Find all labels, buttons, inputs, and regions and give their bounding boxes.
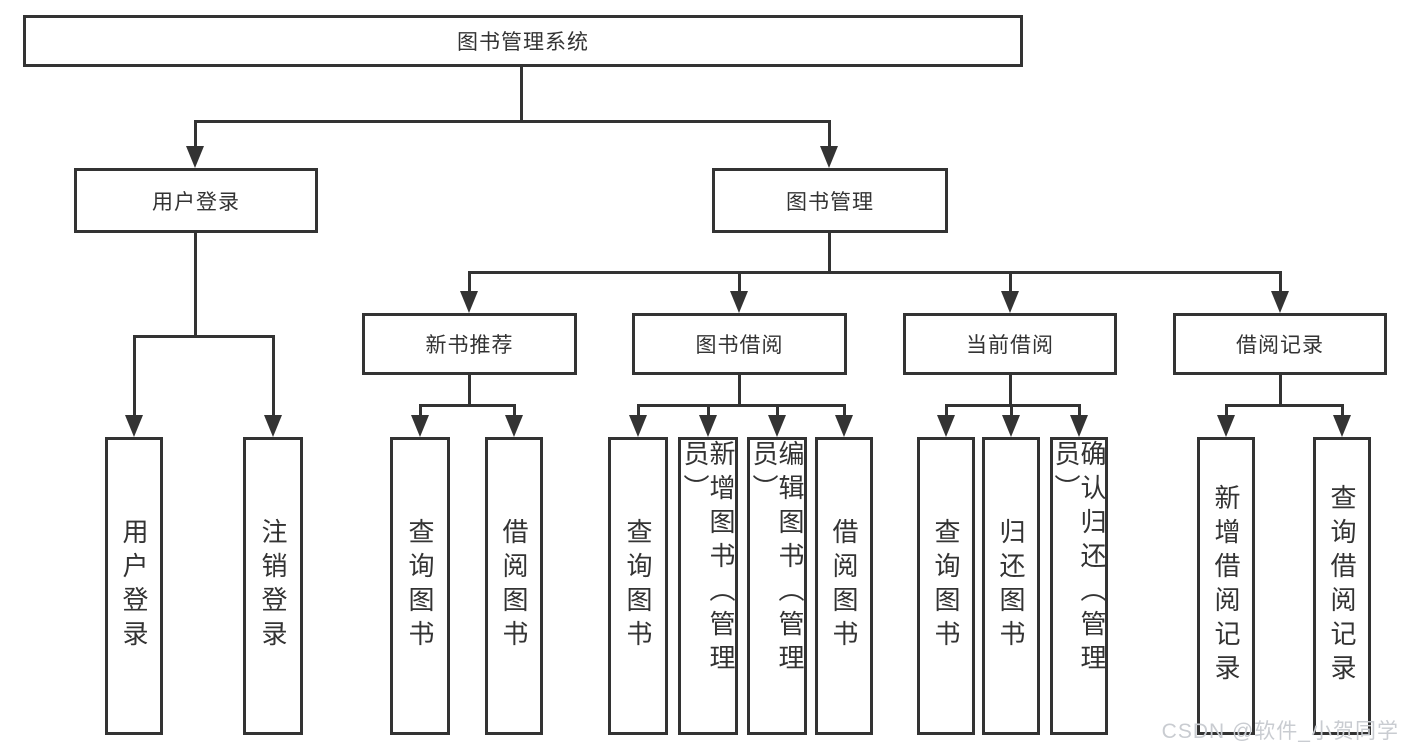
connector-arrowhead-icon <box>1217 415 1235 437</box>
connector-arrowhead-icon <box>186 146 204 168</box>
connector-vline <box>513 404 516 417</box>
connector-vline <box>1078 404 1081 417</box>
leaf-query-borrow-record: 查询借阅记录 <box>1313 437 1371 735</box>
node-label: 图书借阅 <box>695 334 784 357</box>
node-label: 归还图书 <box>996 518 1026 654</box>
connector-hline <box>468 271 1282 274</box>
leaf-borrow-books-borrowing: 借阅图书 <box>815 437 873 735</box>
connector-vline <box>843 404 846 417</box>
leaf-add-books-admin: 新增图书（管理员） <box>678 437 738 735</box>
connector-vline <box>1009 375 1012 405</box>
node-label: 确认归还（管理员） <box>1051 440 1107 678</box>
node-label: 用户登录 <box>152 190 240 214</box>
node-new-book-recommend: 新书推荐 <box>362 313 577 375</box>
connector-arrowhead-icon <box>1271 291 1289 313</box>
connector-vline <box>707 404 710 417</box>
node-label: 新增图书（管理员） <box>680 440 736 678</box>
connector-hline <box>133 335 275 338</box>
node-label: 查询图书 <box>623 518 653 654</box>
connector-vline <box>133 335 136 417</box>
connector-arrowhead-icon <box>937 415 955 437</box>
node-borrow-records: 借阅记录 <box>1173 313 1387 375</box>
connector-hline <box>637 404 845 407</box>
node-label: 新增借阅记录 <box>1211 484 1241 688</box>
connector-arrowhead-icon <box>411 415 429 437</box>
leaf-edit-books-admin: 编辑图书（管理员） <box>747 437 807 735</box>
connector-vline <box>1279 271 1282 293</box>
connector-arrowhead-icon <box>820 146 838 168</box>
node-label: 新书推荐 <box>425 334 514 357</box>
leaf-logout: 注销登录 <box>243 437 303 735</box>
connector-vline <box>828 120 831 148</box>
connector-arrowhead-icon <box>1333 415 1351 437</box>
node-current-borrowing: 当前借阅 <box>903 313 1117 375</box>
connector-arrowhead-icon <box>1070 415 1088 437</box>
connector-arrowhead-icon <box>1002 415 1020 437</box>
node-label: 图书管理系统 <box>457 31 589 54</box>
connector-vline <box>1010 404 1013 417</box>
connector-vline <box>945 404 948 417</box>
node-library-system: 图书管理系统 <box>23 15 1023 67</box>
connector-hline <box>419 404 515 407</box>
connector-vline <box>738 375 741 405</box>
leaf-return-books: 归还图书 <box>982 437 1040 735</box>
leaf-add-borrow-record: 新增借阅记录 <box>1197 437 1255 735</box>
connector-vline <box>520 67 523 120</box>
connector-vline <box>738 271 741 293</box>
node-label: 当前借阅 <box>966 334 1054 357</box>
connector-arrowhead-icon <box>264 415 282 437</box>
leaf-confirm-return-admin: 确认归还（管理员） <box>1050 437 1108 735</box>
connector-vline <box>272 335 275 417</box>
connector-vline <box>1341 404 1344 417</box>
connector-vline <box>637 404 640 417</box>
node-book-management: 图书管理 <box>712 168 948 233</box>
node-label: 借阅图书 <box>829 518 859 654</box>
node-user-login: 用户登录 <box>74 168 318 233</box>
connector-arrowhead-icon <box>730 291 748 313</box>
connector-arrowhead-icon <box>460 291 478 313</box>
node-label: 查询借阅记录 <box>1327 484 1357 688</box>
connector-vline <box>194 120 197 148</box>
connector-vline <box>776 404 779 417</box>
leaf-borrow-books-recommend: 借阅图书 <box>485 437 543 735</box>
connector-vline <box>468 271 471 293</box>
connector-vline <box>1225 404 1228 417</box>
leaf-query-books-recommend: 查询图书 <box>390 437 450 735</box>
connector-vline <box>828 233 831 271</box>
node-book-borrowing: 图书借阅 <box>632 313 847 375</box>
connector-vline <box>419 404 422 417</box>
connector-arrowhead-icon <box>768 415 786 437</box>
connector-arrowhead-icon <box>125 415 143 437</box>
node-label: 注销登录 <box>258 518 288 654</box>
connector-hline <box>1225 404 1343 407</box>
node-label: 图书管理 <box>786 190 874 214</box>
connector-arrowhead-icon <box>835 415 853 437</box>
node-label: 借阅图书 <box>499 518 529 654</box>
connector-vline <box>1279 375 1282 405</box>
leaf-user-login: 用户登录 <box>105 437 163 735</box>
node-label: 借阅记录 <box>1236 334 1324 357</box>
connector-arrowhead-icon <box>699 415 717 437</box>
watermark: CSDN @软件_小贺同学 <box>1161 720 1399 743</box>
node-label: 编辑图书（管理员） <box>749 440 805 678</box>
connector-vline <box>468 375 471 405</box>
connector-arrowhead-icon <box>629 415 647 437</box>
connector-arrowhead-icon <box>505 415 523 437</box>
node-label: 查询图书 <box>931 518 961 654</box>
connector-hline <box>194 120 831 123</box>
connector-arrowhead-icon <box>1001 291 1019 313</box>
leaf-query-books-borrowing: 查询图书 <box>608 437 668 735</box>
node-label: 用户登录 <box>119 518 149 654</box>
connector-vline <box>1009 271 1012 293</box>
leaf-query-books-current: 查询图书 <box>917 437 975 735</box>
node-label: 查询图书 <box>405 518 435 654</box>
connector-vline <box>194 233 197 335</box>
